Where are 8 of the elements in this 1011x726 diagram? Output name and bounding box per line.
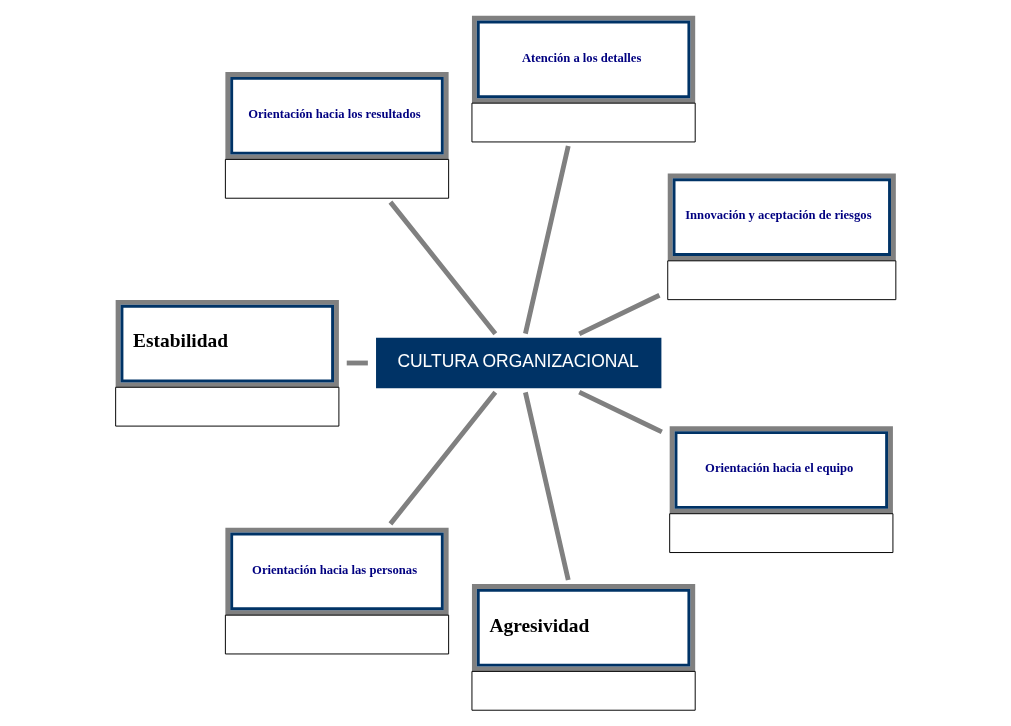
connector (346, 360, 368, 366)
node-box: CULTURA ORGANIZACIONAL (376, 337, 662, 389)
connector (578, 390, 663, 435)
connector (578, 293, 661, 336)
connector (388, 200, 498, 336)
connector (523, 145, 571, 335)
connector (523, 391, 571, 581)
connector (388, 390, 498, 526)
